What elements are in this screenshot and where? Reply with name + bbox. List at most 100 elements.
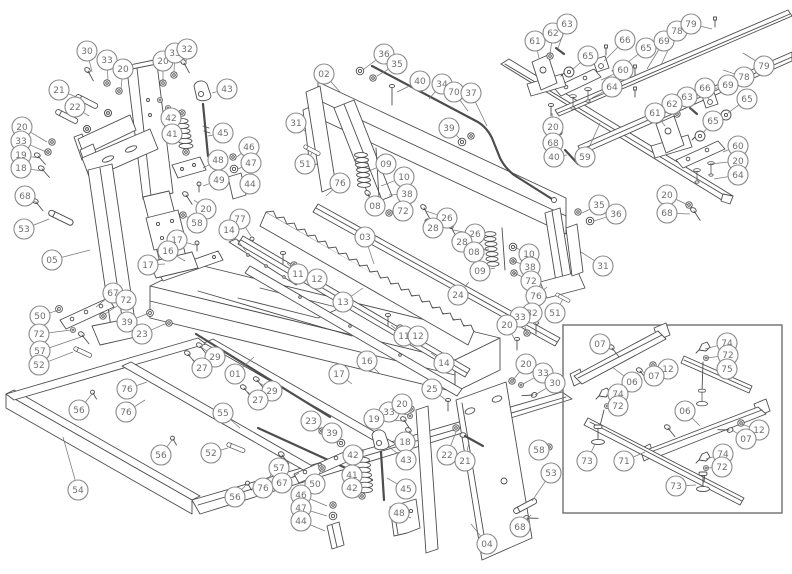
part-callout-13: 13 bbox=[332, 291, 354, 313]
callout-leader-line bbox=[396, 85, 411, 93]
svg-text:51: 51 bbox=[549, 309, 560, 319]
part-callout-73: 73 bbox=[665, 475, 687, 497]
svg-text:62: 62 bbox=[547, 29, 558, 39]
callout-leader-line bbox=[363, 59, 376, 70]
part-callout-20: 20 bbox=[112, 58, 134, 80]
svg-text:60: 60 bbox=[617, 66, 629, 76]
callout-leader-line bbox=[236, 153, 242, 158]
clamp-assembly-2 bbox=[650, 91, 732, 159]
svg-text:78: 78 bbox=[671, 27, 683, 37]
part-callout-07: 07 bbox=[643, 365, 665, 387]
inset-rail-top bbox=[569, 322, 671, 387]
part-callout-72: 72 bbox=[392, 200, 414, 222]
callout-leader-line bbox=[303, 129, 307, 133]
svg-text:61: 61 bbox=[529, 37, 540, 47]
part-callout-20: 20 bbox=[391, 393, 413, 415]
callout-leader-line bbox=[85, 393, 93, 403]
callout-leader-line bbox=[534, 388, 547, 396]
part-callout-12: 12 bbox=[306, 268, 328, 290]
callout-leader-line bbox=[543, 286, 548, 290]
callout-leader-line bbox=[120, 79, 123, 90]
part-callout-40: 40 bbox=[409, 70, 431, 92]
part-callout-04: 04 bbox=[476, 533, 498, 555]
part-callout-44: 44 bbox=[239, 173, 261, 195]
callout-leader-line bbox=[325, 189, 333, 197]
callout-leader-line bbox=[707, 97, 710, 101]
part-callout-67: 67 bbox=[271, 472, 293, 494]
svg-text:57: 57 bbox=[34, 347, 45, 357]
callout-leader-line bbox=[526, 514, 532, 520]
svg-text:07: 07 bbox=[648, 372, 659, 382]
part-callout-72: 72 bbox=[607, 395, 629, 417]
callout-leader-line bbox=[176, 255, 186, 262]
callout-leader-line bbox=[706, 356, 718, 359]
svg-text:42: 42 bbox=[165, 114, 176, 124]
callout-leader-line bbox=[512, 371, 520, 381]
svg-text:56: 56 bbox=[229, 493, 241, 503]
part-callout-37: 37 bbox=[460, 82, 482, 104]
callout-leader-line bbox=[186, 242, 196, 246]
svg-text:51: 51 bbox=[299, 160, 310, 170]
svg-text:50: 50 bbox=[34, 312, 46, 322]
svg-text:20: 20 bbox=[157, 57, 169, 67]
svg-text:69: 69 bbox=[722, 81, 734, 91]
part-callout-32: 32 bbox=[176, 38, 198, 60]
part-callout-07: 07 bbox=[735, 428, 757, 450]
svg-text:43: 43 bbox=[400, 456, 411, 466]
callout-leader-line bbox=[484, 248, 490, 251]
part-callout-20: 20 bbox=[496, 314, 518, 336]
callout-leader-line bbox=[386, 477, 398, 485]
callout-leader-line bbox=[661, 121, 666, 127]
callout-leader-line bbox=[742, 52, 756, 61]
svg-text:21: 21 bbox=[53, 86, 64, 96]
part-callout-31: 31 bbox=[592, 255, 614, 277]
part-callout-19: 19 bbox=[363, 408, 385, 430]
svg-text:20: 20 bbox=[200, 205, 212, 215]
callout-leader-line bbox=[351, 287, 364, 297]
svg-text:47: 47 bbox=[245, 159, 256, 169]
callout-leader-line bbox=[513, 246, 520, 250]
svg-text:65: 65 bbox=[707, 117, 718, 127]
callout-leader-line bbox=[370, 167, 377, 171]
link-plate-bottom bbox=[275, 427, 350, 484]
callout-leader-line bbox=[33, 200, 38, 204]
svg-text:16: 16 bbox=[162, 247, 174, 257]
callout-leader-line bbox=[244, 389, 250, 394]
callout-leader-line bbox=[31, 169, 44, 172]
svg-text:39: 39 bbox=[326, 429, 338, 439]
svg-text:63: 63 bbox=[561, 20, 572, 30]
inset-detail-box bbox=[562, 322, 783, 514]
part-callout-79: 79 bbox=[680, 13, 702, 35]
callout-leader-line bbox=[376, 69, 389, 77]
part-callout-54: 54 bbox=[67, 479, 89, 501]
svg-text:20: 20 bbox=[547, 123, 559, 133]
part-callout-21: 21 bbox=[454, 450, 476, 472]
svg-text:54: 54 bbox=[72, 486, 84, 496]
svg-text:69: 69 bbox=[658, 37, 670, 47]
svg-text:09: 09 bbox=[380, 160, 392, 170]
svg-text:66: 66 bbox=[619, 36, 631, 46]
callout-leader-line bbox=[31, 156, 40, 159]
callout-leader-line bbox=[257, 381, 264, 386]
callout-leader-line bbox=[428, 91, 436, 100]
svg-text:20: 20 bbox=[501, 321, 513, 331]
part-callout-52: 52 bbox=[28, 354, 50, 376]
svg-text:72: 72 bbox=[716, 463, 727, 473]
svg-text:17: 17 bbox=[171, 236, 182, 246]
part-callout-40: 40 bbox=[543, 146, 565, 168]
svg-text:11: 11 bbox=[292, 270, 303, 280]
callout-leader-line bbox=[367, 246, 375, 265]
callout-leader-line bbox=[676, 199, 689, 206]
part-callout-60: 60 bbox=[727, 135, 749, 157]
svg-text:68: 68 bbox=[514, 523, 526, 533]
svg-text:06: 06 bbox=[679, 407, 691, 417]
svg-text:44: 44 bbox=[295, 517, 307, 527]
svg-text:24: 24 bbox=[452, 291, 464, 301]
svg-text:10: 10 bbox=[398, 173, 410, 183]
callout-leader-line bbox=[48, 351, 74, 362]
callout-leader-line bbox=[241, 483, 248, 490]
svg-text:48: 48 bbox=[212, 156, 224, 166]
svg-text:32: 32 bbox=[526, 309, 537, 319]
svg-text:33: 33 bbox=[537, 369, 548, 379]
part-callout-75: 75 bbox=[716, 358, 738, 380]
